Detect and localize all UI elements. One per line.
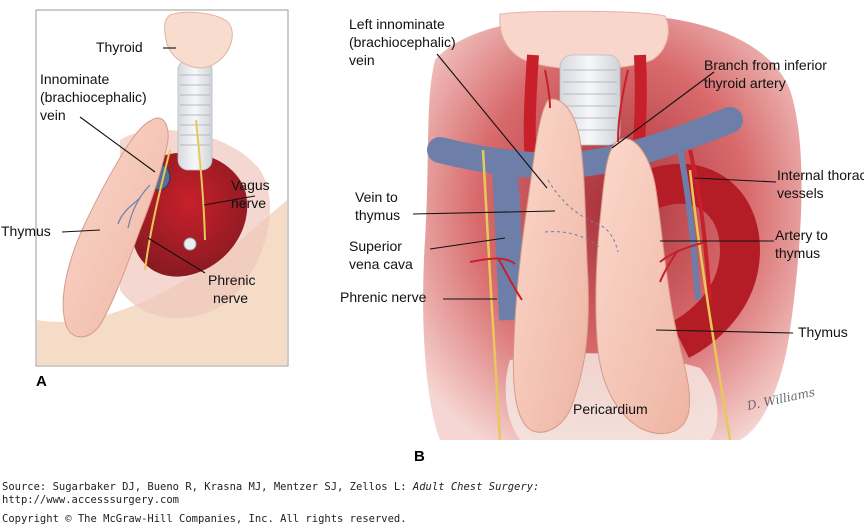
label-b-pericardium: Pericardium — [573, 401, 648, 417]
source-line-1: Source: Sugarbaker DJ, Bueno R, Krasna M… — [2, 481, 539, 493]
label-b-left-innominate-1: Left innominate — [349, 16, 445, 32]
label-a-innominate-1: Innominate — [40, 71, 109, 87]
leader-a-thymus — [61, 229, 101, 233]
label-a-innominate-3: vein — [40, 107, 66, 123]
panel-a: Thyroid Innominate (brachiocephalic) vei… — [1, 9, 289, 390]
panel-b-superior-vena-cava — [492, 169, 525, 321]
leader-b-vein-thymus — [412, 210, 556, 215]
label-b-left-innominate-3: vein — [349, 52, 375, 68]
label-a-vagus-2: nerve — [231, 195, 266, 211]
label-b-vein-thymus-2: thymus — [355, 207, 400, 223]
label-a-phrenic-2: nerve — [213, 290, 248, 306]
panel-b-inferior-thyroid-branch-right — [617, 69, 629, 143]
panel-a-clamp — [183, 237, 197, 251]
leader-b-internal-thoracic — [693, 177, 777, 183]
label-b-internal-thoracic-1: Internal thoracic — [777, 167, 864, 183]
source-title: Adult Chest Surgery: — [412, 481, 540, 493]
label-a-thymus: Thymus — [1, 223, 51, 239]
panel-a-letter: A — [36, 373, 47, 390]
label-b-phrenic: Phrenic nerve — [340, 289, 427, 305]
panel-b-left-phrenic-nerve — [688, 169, 732, 441]
leader-b-left-innominate — [436, 53, 548, 189]
panel-b-internal-thoracic-vein — [677, 149, 701, 301]
label-a-thyroid: Thyroid — [96, 39, 143, 55]
panel-b-inferior-thyroid-branch-left — [544, 69, 551, 109]
panel-b-thyroid — [499, 10, 669, 70]
panel-a-thyroid — [164, 11, 233, 69]
leader-a-vagus — [203, 195, 256, 206]
panel-b: Left innominate (brachiocephalic) vein B… — [340, 10, 864, 465]
copyright-line: Copyright © The McGraw-Hill Companies, I… — [2, 513, 407, 525]
label-b-branch-2: thyroid artery — [704, 75, 786, 91]
leader-b-branch — [611, 71, 715, 149]
panel-a-tracheal-rings — [180, 74, 210, 146]
source-line-2: http://www.accesssurgery.com — [2, 494, 180, 506]
label-b-vein-thymus-1: Vein to — [355, 189, 398, 205]
leader-b-thymus — [655, 329, 794, 334]
label-b-svc-1: Superior — [349, 238, 402, 254]
label-b-branch-1: Branch from inferior — [704, 57, 827, 73]
panel-b-thymus-left-lobe — [595, 138, 691, 435]
panel-a-vagus-nerve — [195, 119, 206, 241]
label-b-left-innominate-2: (brachiocephalic) — [349, 34, 456, 50]
panel-b-artery-to-thymus-left — [659, 241, 707, 283]
label-b-svc-2: vena cava — [349, 256, 413, 272]
leader-a-phrenic — [147, 237, 206, 274]
panel-b-right-phrenic-nerve — [481, 149, 502, 441]
label-b-thymus: Thymus — [798, 324, 848, 340]
label-a-vagus-1: Vagus — [231, 177, 270, 193]
source-prefix: Source: Sugarbaker DJ, Bueno R, Krasna M… — [2, 481, 413, 493]
label-b-artery-thymus-2: thymus — [775, 245, 820, 261]
label-a-phrenic-1: Phrenic — [208, 272, 255, 288]
label-a-innominate-2: (brachiocephalic) — [40, 89, 147, 105]
panel-b-thymus-right-lobe — [512, 98, 589, 433]
panel-b-artery-to-thymus-right — [469, 257, 523, 301]
panel-b-internal-thoracic-artery — [688, 149, 712, 301]
label-b-artery-thymus-1: Artery to — [775, 227, 828, 243]
panel-b-letter: B — [414, 448, 425, 465]
label-b-internal-thoracic-2: vessels — [777, 185, 824, 201]
panel-a-thymic-vessels — [117, 184, 151, 229]
leader-a-innominate — [79, 116, 156, 173]
panel-b-thymic-vein-dashed — [547, 179, 619, 253]
leader-b-svc — [429, 237, 506, 250]
panel-a-thymus — [62, 117, 169, 338]
panel-a-phrenic-nerve — [144, 149, 171, 271]
